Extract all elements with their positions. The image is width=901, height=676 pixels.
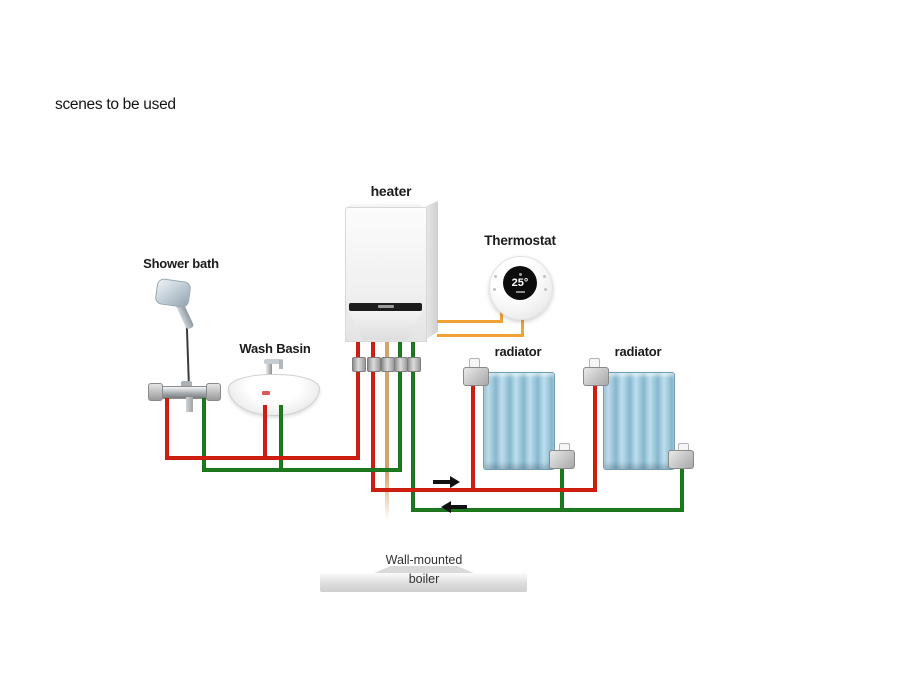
- radiator1-outlet-valve: [549, 450, 575, 469]
- hot-water-main-pipe: [165, 456, 360, 460]
- shower-diverter: [181, 381, 192, 389]
- thermostat-wire-2: [437, 334, 524, 337]
- radiator2-return-pipe: [680, 466, 684, 512]
- thermostat-tick: [493, 288, 496, 291]
- pipe-valve: [352, 357, 366, 372]
- shelf-hump: [372, 566, 476, 574]
- heating-return-main-pipe: [411, 508, 684, 512]
- heater-label: heater: [370, 183, 412, 199]
- basin-hot-pipe: [263, 405, 267, 460]
- basin-logo-mark: [262, 391, 270, 395]
- heater-cold-return-pipe: [398, 342, 402, 472]
- radiator2-supply-pipe: [593, 385, 597, 492]
- radiator2-outlet-valve: [668, 450, 694, 469]
- shower-bath-label: Shower bath: [143, 256, 219, 271]
- thermostat-tick: [543, 275, 546, 278]
- shower-hot-pipe: [165, 398, 169, 460]
- thermostat-tick: [544, 288, 547, 291]
- page-title: scenes to be used: [55, 96, 176, 113]
- radiator1-supply-pipe: [471, 385, 475, 492]
- basin-cold-pipe: [279, 405, 283, 472]
- pipe-valve: [381, 357, 395, 372]
- basin-faucet-spout: [264, 359, 283, 364]
- thermostat-temperature: 25°: [511, 277, 529, 289]
- heater-heating-supply-pipe: [371, 342, 375, 492]
- thermostat-label: Thermostat: [484, 233, 556, 248]
- basin-faucet-post: [266, 362, 272, 378]
- radiator1-body: [483, 372, 555, 470]
- thermostat-wire-1: [437, 320, 503, 323]
- thermostat-wire-1: [500, 312, 503, 323]
- boiler-caption-line2: boiler: [408, 572, 440, 586]
- thermostat-tick: [494, 275, 497, 278]
- radiator2-label: radiator: [614, 344, 662, 359]
- basin-faucet-spout-end: [279, 360, 283, 369]
- thermostat-wire-2: [521, 312, 524, 337]
- radiator2-body: [603, 372, 675, 470]
- return-flow-arrow-shaft: [451, 505, 467, 509]
- heater-top-panel: [346, 202, 425, 208]
- basin-bowl: [228, 374, 320, 416]
- radiator1-inlet-valve: [463, 367, 489, 386]
- return-flow-left-arrow-icon: [441, 501, 451, 513]
- heating-supply-main-pipe: [371, 488, 597, 492]
- heater-logo: [378, 305, 394, 308]
- radiator2-inlet-valve: [583, 367, 609, 386]
- shower-mixer-outlet: [186, 397, 193, 412]
- radiator1-label: radiator: [494, 344, 542, 359]
- pipe-valve: [394, 357, 408, 372]
- shower-mixer-left-knob: [148, 383, 163, 401]
- shower-mixer-right-knob: [206, 383, 221, 401]
- thermostat-display: 25°: [503, 266, 537, 300]
- cold-water-main-pipe: [202, 468, 402, 472]
- gas-pipe: [385, 342, 389, 520]
- shower-head: [154, 277, 192, 309]
- supply-flow-right-arrow-icon: [450, 476, 460, 488]
- shelf-bar: [320, 573, 527, 592]
- pipe-valve: [367, 357, 381, 372]
- pipe-valve: [407, 357, 421, 372]
- boiler-caption-line1: Wall-mounted: [385, 553, 463, 567]
- heater-heating-return-pipe: [411, 342, 415, 512]
- heater-hot-water-pipe: [356, 342, 360, 460]
- heater-side-panel: [425, 201, 438, 340]
- shower-cold-pipe: [202, 398, 206, 472]
- supply-flow-arrow-shaft: [433, 480, 450, 484]
- wash-basin-label: Wash Basin: [239, 341, 311, 356]
